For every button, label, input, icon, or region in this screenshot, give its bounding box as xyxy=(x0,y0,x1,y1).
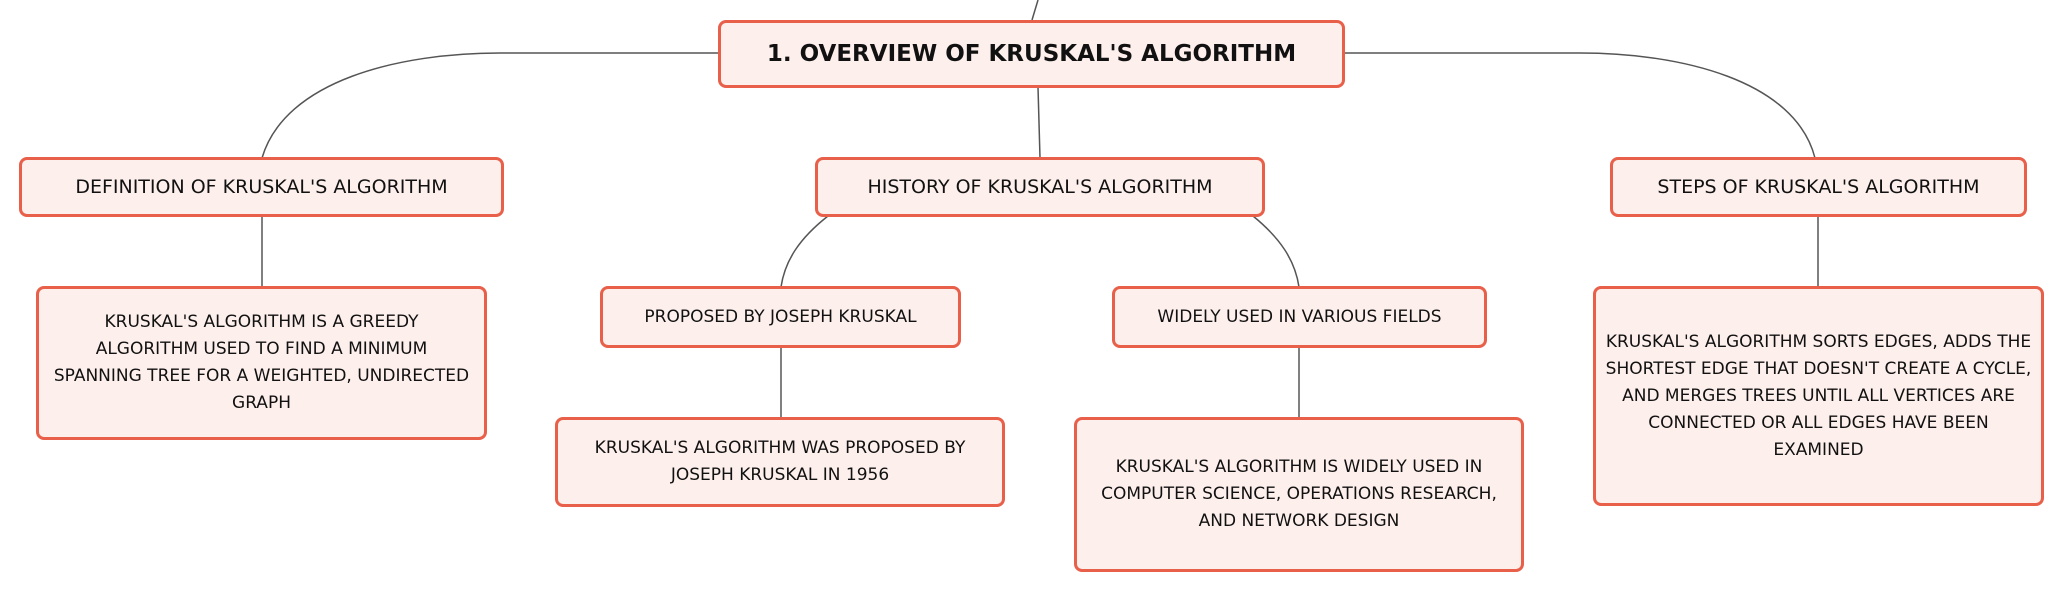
connector-root-steps xyxy=(1343,52,1816,159)
root-node[interactable]: 1. OVERVIEW OF KRUSKAL'S ALGORITHM xyxy=(718,20,1345,88)
connector-history-proposed xyxy=(780,215,829,288)
connector-root-definition xyxy=(261,52,718,159)
used-detail-text: KRUSKAL'S ALGORITHM IS WIDELY USED IN CO… xyxy=(1101,457,1497,531)
proposed-detail-node[interactable]: KRUSKAL'S ALGORITHM WAS PROPOSED BY JOSE… xyxy=(555,417,1005,507)
connector-root-parent xyxy=(1031,0,1039,21)
used-label: WIDELY USED IN VARIOUS FIELDS xyxy=(1157,307,1442,327)
root-label: 1. OVERVIEW OF KRUSKAL'S ALGORITHM xyxy=(766,41,1297,67)
proposed-node[interactable]: PROPOSED BY JOSEPH KRUSKAL xyxy=(600,286,961,348)
steps-label: STEPS OF KRUSKAL'S ALGORITHM xyxy=(1657,176,1980,198)
steps-detail-text: KRUSKAL'S ALGORITHM SORTS EDGES, ADDS TH… xyxy=(1605,331,2032,460)
used-node[interactable]: WIDELY USED IN VARIOUS FIELDS xyxy=(1112,286,1487,348)
connector-root-history xyxy=(1037,86,1041,159)
proposed-label: PROPOSED BY JOSEPH KRUSKAL xyxy=(644,307,917,327)
used-detail-node[interactable]: KRUSKAL'S ALGORITHM IS WIDELY USED IN CO… xyxy=(1074,417,1524,572)
steps-detail-node[interactable]: KRUSKAL'S ALGORITHM SORTS EDGES, ADDS TH… xyxy=(1593,286,2044,506)
definition-detail-text: KRUSKAL'S ALGORITHM IS A GREEDY ALGORITH… xyxy=(53,312,470,413)
definition-detail-node[interactable]: KRUSKAL'S ALGORITHM IS A GREEDY ALGORITH… xyxy=(36,286,487,440)
steps-node[interactable]: STEPS OF KRUSKAL'S ALGORITHM xyxy=(1610,157,2027,217)
definition-node[interactable]: DEFINITION OF KRUSKAL'S ALGORITHM xyxy=(19,157,504,217)
history-node[interactable]: HISTORY OF KRUSKAL'S ALGORITHM xyxy=(815,157,1265,217)
history-label: HISTORY OF KRUSKAL'S ALGORITHM xyxy=(867,176,1213,198)
definition-label: DEFINITION OF KRUSKAL'S ALGORITHM xyxy=(75,176,448,198)
proposed-detail-text: KRUSKAL'S ALGORITHM WAS PROPOSED BY JOSE… xyxy=(594,438,966,485)
connector-history-used xyxy=(1252,215,1300,288)
